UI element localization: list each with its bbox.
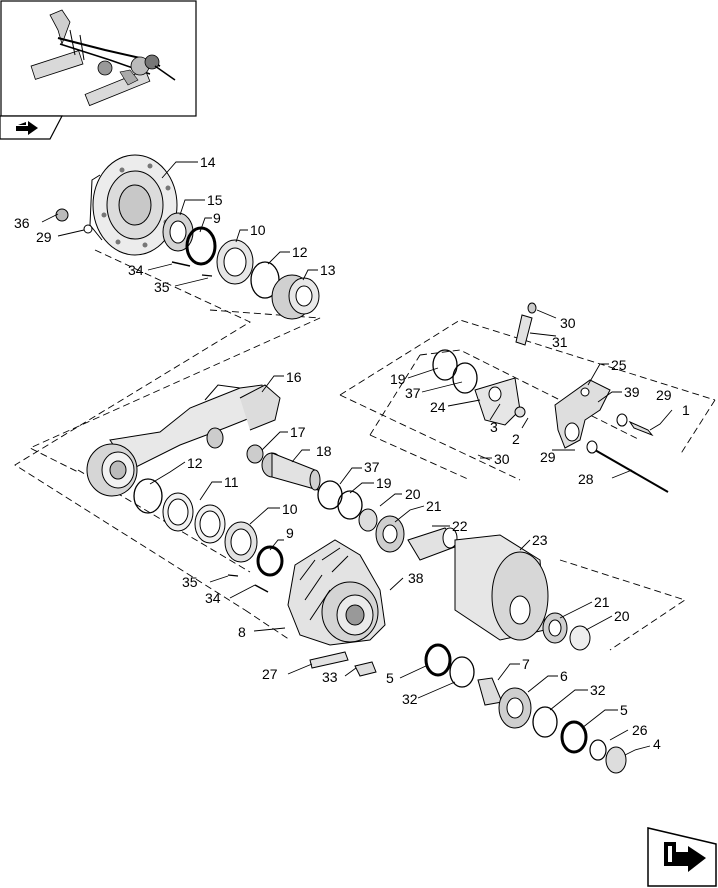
callout-8: 8	[238, 624, 246, 640]
seal-5-right	[560, 720, 588, 754]
callout-35-left: 35	[182, 574, 198, 590]
callout-37-upper: 37	[405, 385, 421, 401]
previous-page-arrow-icon	[16, 121, 38, 135]
callout-28: 28	[578, 471, 594, 487]
bushing-13	[271, 274, 320, 320]
callout-labels: 14 15 9 10 12 13 36 29 34 35 30 31 19 37…	[14, 154, 690, 752]
callout-32-left: 32	[402, 691, 418, 707]
callout-27: 27	[262, 666, 278, 682]
callout-20-center: 20	[405, 486, 421, 502]
washer-17	[246, 444, 264, 464]
callout-34-left: 34	[205, 590, 221, 606]
pin-31-30	[515, 302, 537, 346]
pin-27-bolt-33	[309, 651, 377, 677]
machine-overview-thumbnail	[30, 9, 176, 107]
o-ring-12-left	[133, 478, 163, 514]
bearing-6	[498, 687, 532, 729]
callout-15: 15	[207, 192, 223, 208]
callout-34-top: 34	[128, 262, 144, 278]
callout-19-upper: 19	[390, 371, 406, 387]
callout-11: 11	[224, 474, 239, 490]
next-page-button[interactable]	[647, 827, 717, 887]
callout-5-right: 5	[620, 702, 628, 718]
callout-12-top: 12	[292, 244, 308, 260]
snap-ring-32-right	[532, 706, 558, 738]
callout-30-top: 30	[560, 315, 576, 331]
bolt-1-washer-29	[616, 413, 654, 437]
callout-17: 17	[290, 424, 306, 440]
callout-20-right: 20	[614, 608, 630, 624]
seal-5-lower-left	[424, 643, 452, 677]
callout-3: 3	[490, 419, 498, 435]
bearing-21-right	[542, 612, 591, 651]
callout-29-left: 29	[36, 229, 52, 245]
bolt-28	[586, 440, 669, 493]
washer-36-nut-29	[55, 208, 93, 234]
snap-ring-37-19-center	[317, 480, 378, 532]
pivot-arm-16	[86, 384, 281, 497]
snap-ring-9-top	[185, 226, 217, 266]
callout-29-right: 29	[656, 387, 672, 403]
callout-35-top: 35	[154, 279, 170, 295]
callout-13: 13	[320, 262, 336, 278]
callout-36: 36	[14, 215, 30, 231]
seal-10-left	[224, 521, 258, 563]
callout-6: 6	[560, 668, 568, 684]
callout-7: 7	[522, 656, 530, 672]
roller-23	[454, 534, 549, 641]
pin-34-35-top	[171, 261, 213, 277]
callout-23: 23	[532, 532, 548, 548]
previous-page-button[interactable]	[0, 115, 63, 140]
bearing-21-center	[375, 515, 405, 553]
callout-21-center: 21	[426, 498, 442, 514]
callout-37-center: 37	[364, 459, 380, 475]
callout-32-right: 32	[590, 682, 606, 698]
callout-21-right: 21	[594, 594, 610, 610]
bracket-25	[554, 379, 611, 449]
snap-rings-19-37-upper	[432, 349, 478, 394]
callout-19-center: 19	[376, 475, 392, 491]
callout-24: 24	[430, 399, 446, 415]
sleeve-22	[407, 527, 461, 561]
shims-11	[162, 492, 226, 544]
callout-5-left: 5	[386, 670, 394, 686]
snap-ring-32-lower	[449, 656, 475, 688]
snap-ring-9-left	[256, 545, 284, 577]
next-page-arrow-icon	[664, 842, 706, 872]
callout-14: 14	[200, 154, 216, 170]
callout-33: 33	[322, 669, 338, 685]
callout-25: 25	[611, 357, 627, 373]
callout-2: 2	[512, 431, 520, 447]
bearing-15	[162, 212, 194, 252]
overview-thumbnail[interactable]	[0, 0, 197, 117]
bushing-7	[477, 677, 503, 706]
callout-1: 1	[682, 402, 690, 418]
callout-10-top: 10	[250, 222, 266, 238]
callout-26: 26	[632, 722, 648, 738]
ring-26-cap-4	[589, 739, 627, 774]
callout-18: 18	[316, 443, 332, 459]
callout-38: 38	[408, 570, 424, 586]
callout-9-top: 9	[213, 210, 221, 226]
callout-10-left: 10	[282, 501, 298, 517]
callout-39: 39	[624, 384, 640, 400]
assembly-outline-lines	[14, 249, 716, 651]
plate-24	[474, 377, 526, 426]
callout-4: 4	[653, 736, 661, 752]
callout-22: 22	[452, 518, 468, 534]
callout-31: 31	[552, 334, 568, 350]
hub-flange-14	[89, 154, 178, 256]
seal-10-top	[216, 239, 254, 285]
callout-30-lower: 30	[494, 451, 510, 467]
callout-12-left: 12	[187, 455, 203, 471]
callout-16: 16	[286, 369, 302, 385]
wheel-housing-8	[287, 539, 386, 646]
callout-29-lower: 29	[540, 449, 556, 465]
shaft-18	[261, 452, 321, 491]
callout-9-left: 9	[286, 525, 294, 541]
leader-lines	[41, 161, 673, 756]
pin-34-35-left	[227, 574, 269, 593]
